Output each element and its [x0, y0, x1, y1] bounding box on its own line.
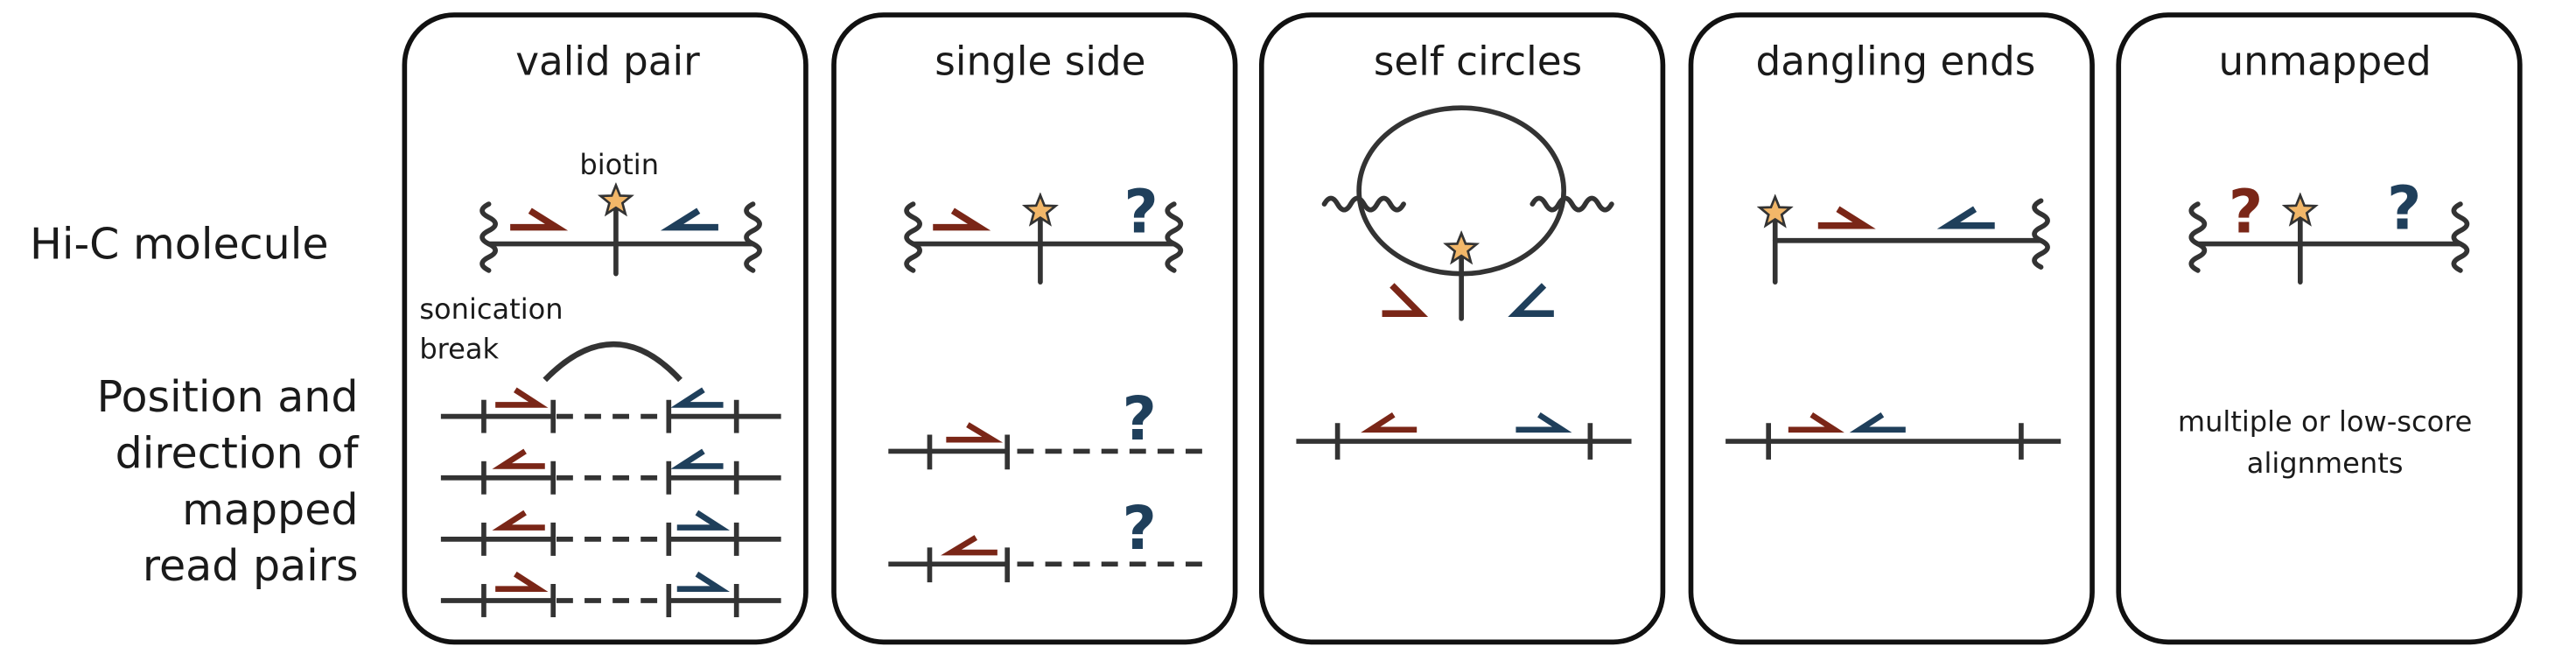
- sonication-label-2: break: [419, 332, 499, 365]
- row-label-mapped-2: direction of: [116, 427, 360, 478]
- panel-frame: [1688, 12, 2095, 645]
- squiggle-left: [904, 201, 922, 273]
- panel-unmapped: unmapped ? ? multiple or low-score align…: [2116, 12, 2523, 645]
- dangling-ends-mapped-row: [1726, 411, 2062, 460]
- unmapped-note-1: multiple or low-score: [2178, 405, 2473, 439]
- squiggle-right: [1165, 201, 1184, 273]
- read-pair-row-3: [440, 510, 781, 556]
- reverse-read-arrow: [1508, 283, 1554, 317]
- squiggle-left: [1321, 195, 1406, 213]
- row-label-mapped-1: Position and: [97, 371, 359, 422]
- squiggle-right: [2032, 198, 2050, 270]
- read-pair-row-4: [440, 571, 781, 617]
- squiggle-right: [1530, 195, 1614, 213]
- panel-self-circles: self circles: [1258, 12, 1666, 645]
- forward-read-arrow: [1817, 206, 1876, 229]
- sonication-label-1: sonication: [419, 292, 563, 326]
- reverse-read-arrow: [660, 207, 718, 231]
- panel-frame: [2116, 12, 2523, 645]
- read-pair-row-1: [440, 387, 781, 433]
- forward-read-arrow: [933, 207, 991, 231]
- panel-single-side: single side ? ? ?: [831, 12, 1238, 645]
- unknown-mate-question: ?: [1124, 178, 1158, 247]
- squiggle-left: [2188, 201, 2208, 273]
- unknown-mate-question: ?: [1122, 495, 1156, 564]
- single-side-row-1: ?: [888, 385, 1202, 470]
- squiggle-right: [2451, 201, 2470, 273]
- reverse-read-arrow: [1936, 206, 1995, 229]
- single-side-row-2: ?: [888, 495, 1202, 583]
- biotin-label: biotin: [579, 148, 659, 181]
- forward-read-arrow: [1382, 283, 1429, 317]
- unknown-reverse-question: ?: [2387, 174, 2421, 243]
- unknown-forward-question: ?: [2229, 178, 2263, 247]
- panel-valid-pair: valid pair biotin sonication break: [402, 12, 808, 645]
- squiggle-left: [480, 201, 498, 273]
- row-label-mapped-3: mapped: [182, 484, 358, 535]
- unmapped-note-2: alignments: [2247, 447, 2404, 480]
- hic-molecule: [480, 200, 762, 277]
- squiggle-right: [744, 201, 762, 273]
- unknown-mate-question: ?: [1122, 385, 1156, 454]
- forward-read-arrow: [510, 207, 569, 231]
- panel-title: self circles: [1374, 38, 1582, 84]
- panel-dangling-ends: dangling ends: [1688, 12, 2095, 645]
- row-label-mapped-4: read pairs: [143, 540, 359, 591]
- row-label-hic-molecule: Hi-C molecule: [30, 219, 329, 270]
- panel-title: single side: [934, 38, 1145, 84]
- panel-title: unmapped: [2218, 38, 2431, 84]
- panel-title: dangling ends: [1756, 38, 2036, 84]
- panel-frame: [1258, 12, 1666, 645]
- read-pair-row-2: [440, 448, 781, 495]
- panel-title: valid pair: [515, 38, 700, 84]
- panel-frame: [831, 12, 1238, 645]
- panel-frame: [402, 12, 808, 645]
- sonication-break-arc: [542, 341, 682, 383]
- self-circle-mapped-row: [1296, 411, 1632, 460]
